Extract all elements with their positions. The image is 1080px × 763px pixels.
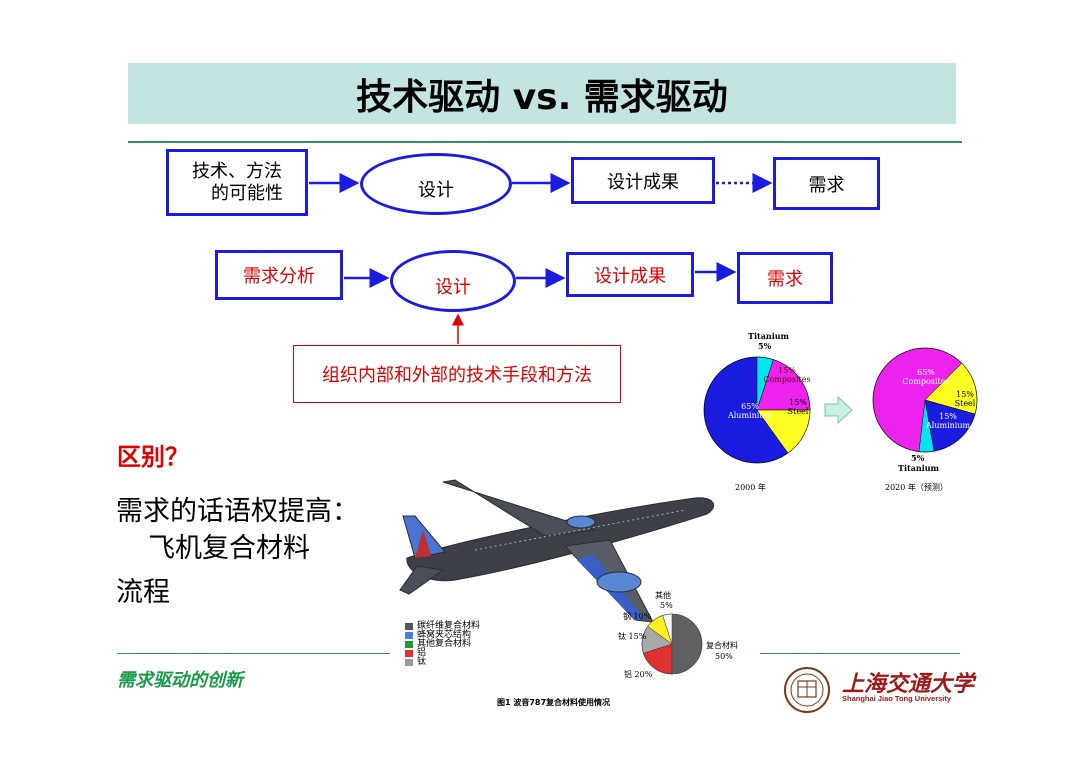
pie-steel-label: 钢 10%: [623, 612, 652, 621]
boeing-787-illustration: [399, 479, 715, 623]
swatch-icon: [405, 659, 413, 666]
support-methods-box: 组织内部和外部的技术手段和方法: [293, 345, 621, 403]
point-2: 流程: [116, 577, 170, 608]
legend-item-other-composite: 其他复合材料: [405, 640, 480, 649]
pie-composite-pct: 50%: [715, 652, 733, 661]
design-result-box-2-label: 设计成果: [594, 265, 666, 287]
university-seal-icon: [784, 667, 830, 713]
pie-titanium-label: 钛 15%: [618, 632, 647, 641]
left-pie-caption: 2000 年: [735, 483, 766, 492]
right-pie-caption: 2020 年（预测）: [885, 483, 948, 492]
legend-item-honeycomb: 蜂窝夹芯结构: [405, 631, 480, 640]
point-1-sub: 飞机复合材料: [148, 533, 310, 564]
material-usage-pie: [641, 613, 703, 675]
right-composites-label: 65% Composites: [902, 368, 950, 386]
legend-label: 钛: [417, 657, 427, 667]
demand-analysis-box: 需求分析: [215, 250, 343, 300]
tech-possibility-box: 技术、方法 的可能性: [166, 149, 308, 216]
right-aluminium-label: 15% Aluminium: [926, 412, 971, 430]
legend-label: 蜂窝夹芯结构: [417, 630, 472, 640]
right-pie-aluminium: [924, 399, 976, 452]
right-pie-titanium: [918, 399, 935, 453]
right-titanium-label: Titanium: [898, 463, 940, 473]
university-name-cn: 上海交通大学: [842, 671, 975, 697]
right-steel-label: 15% Steel: [954, 390, 976, 408]
pie-aluminum-label: 铝 20%: [624, 670, 653, 679]
design-result-box-1: 设计成果: [571, 157, 715, 204]
swatch-icon: [405, 641, 413, 648]
question-heading: 区别？: [117, 442, 189, 471]
right-pie-steel: [924, 362, 978, 415]
title-bar: 技术驱动 vs. 需求驱动: [128, 63, 956, 124]
legend-item-carbon: 碳纤维复合材料: [405, 622, 480, 631]
design-ellipse-1: 设计: [360, 153, 512, 215]
footer-rule-right: [760, 653, 960, 654]
title-rule: [128, 141, 962, 143]
swatch-icon: [405, 623, 413, 630]
swatch-icon: [405, 632, 413, 639]
left-titanium-label: Titanium: [748, 331, 790, 341]
plane-legend: 碳纤维复合材料 蜂窝夹芯结构 其他复合材料 铝 钛: [405, 622, 480, 667]
design-ellipse-2: 设计: [390, 250, 516, 312]
pie-slice-other: [662, 613, 673, 645]
demand-box-1: 需求: [773, 157, 880, 210]
right-titanium-pct: 5%: [911, 453, 925, 463]
legend-label: 铝: [417, 648, 427, 658]
left-titanium-pct: 5%: [758, 341, 772, 351]
demand-analysis-label: 需求分析: [243, 266, 315, 287]
design-ellipse-1-label: 设计: [418, 180, 454, 201]
demand-box-1-label: 需求: [808, 174, 845, 196]
point-1: 需求的话语权提高：: [116, 496, 359, 527]
tech-possibility-line2: 的可能性: [211, 182, 283, 204]
demand-box-2-label: 需求: [767, 269, 803, 290]
plane-figure-caption: 图1 波音787复合材料使用情况: [497, 698, 611, 707]
legend-item-aluminum: 铝: [405, 649, 480, 658]
left-aluminium-label: 65% Aluminium: [727, 402, 773, 420]
swatch-icon: [405, 650, 413, 657]
left-composites-label: 15% Composites: [763, 366, 811, 384]
left-pie-steel: [756, 409, 811, 454]
design-result-box-2: 设计成果: [566, 252, 694, 297]
pie-slice-aluminum: [643, 643, 673, 675]
pie-other-label: 其他: [655, 591, 671, 600]
pie-other-pct: 5%: [660, 601, 673, 610]
university-name-en: Shanghai Jiao Tong University: [842, 694, 952, 703]
legend-label: 其他复合材料: [417, 639, 472, 649]
legend-item-titanium: 钛: [405, 658, 480, 667]
footer-topic: 需求驱动的创新: [117, 670, 243, 691]
slide-title: 技术驱动 vs. 需求驱动: [356, 76, 728, 118]
left-steel-label: 15% Steel: [787, 398, 809, 416]
trend-arrow-icon: [824, 395, 853, 425]
design-result-box-1-label: 设计成果: [607, 171, 679, 193]
pie-composite-label: 复合材料: [706, 641, 738, 650]
footer-rule-left: [117, 653, 390, 654]
support-methods-label: 组织内部和外部的技术手段和方法: [322, 365, 592, 386]
demand-box-2: 需求: [737, 252, 833, 304]
left-pie-composites: [756, 359, 811, 411]
legend-label: 碳纤维复合材料: [417, 621, 481, 631]
design-ellipse-2-label: 设计: [435, 277, 471, 298]
tech-possibility-line1: 技术、方法: [192, 160, 282, 182]
materials-pies: [703, 347, 978, 464]
